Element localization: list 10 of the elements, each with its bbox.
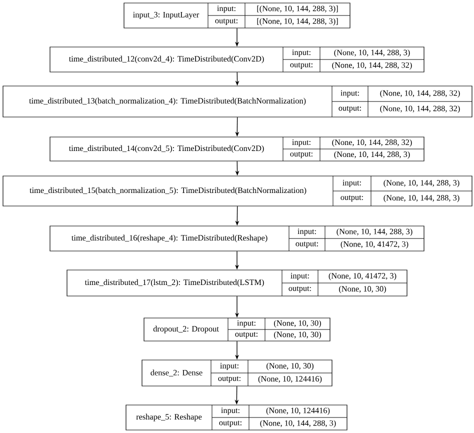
layer-box: time_distributed_16(reshape_4): TimeDistributed(Reshape) input: (None, 10, 144, 288, 3) output: (None, 10, 41472, 3) <box>50 226 424 252</box>
layer-box: input_3: InputLayer input: [(None, 10, 144, 288, 3)] output: [(None, 10, 144, 288, 3)] <box>124 2 350 28</box>
layer-box: time_distributed_15(batch_normalization_5): TimeDistributed(BatchNormalization) input: (None, 10, 144, 288, 3) output: (None, 10, 144, 288, 3) <box>2 176 472 206</box>
layer-box: dropout_2: Dropout input: (None, 10, 30) output: (None, 10, 30) <box>144 318 330 342</box>
layer-box: reshape_5: Reshape input: (None, 10, 124416) output: (None, 10, 144, 288, 3) <box>126 404 348 430</box>
layer-box: time_distributed_13(batch_normalization_4): TimeDistributed(BatchNormalization) input: (None, 10, 144, 288, 32) output: (None, 10, 144, 288, 32) <box>2 86 472 118</box>
layer-box: time_distributed_14(conv2d_5): TimeDistributed(Conv2D) input: (None, 10, 144, 288, 32) output: (None, 10, 144, 288, 3) <box>50 136 424 162</box>
layer-box: time_distributed_17(lstm_2): TimeDistributed(LSTM) input: (None, 10, 41472, 3) output: (None, 10, 30) <box>66 270 408 296</box>
layer-box: dense_2: Dense input: (None, 10, 30) output: (None, 10, 124416) <box>142 360 332 386</box>
layer-box: time_distributed_12(conv2d_4): TimeDistributed(Conv2D) input: (None, 10, 144, 288, 3) output: (None, 10, 144, 288, 32) <box>50 46 424 72</box>
